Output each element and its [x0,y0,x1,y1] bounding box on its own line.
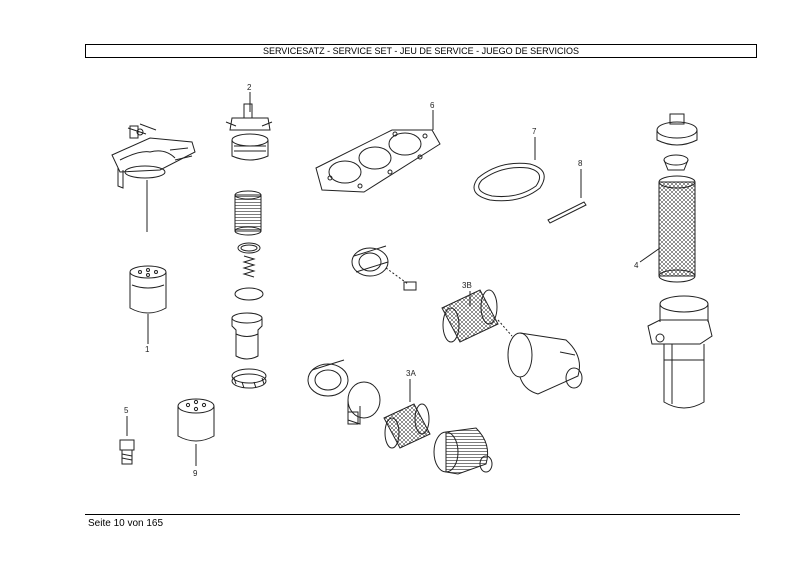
spring-part [242,255,256,278]
hydraulic-element-part [658,175,696,283]
footer-divider [85,514,740,515]
callout-7: 7 [532,127,537,136]
spin-on-filter-part [129,265,167,314]
oval-seal-part [473,162,545,202]
leader-line [497,319,513,337]
o-ring-inner [240,244,258,252]
retaining-nut-part [231,368,267,389]
air-filter-element-3b-part [441,289,499,343]
page-title: SERVICESATZ - SERVICE SET - JEU DE SERVI… [85,44,757,58]
callout-3b: 3B [462,281,472,290]
page-number: Seite 10 von 165 [88,518,164,529]
callout-9: 9 [193,469,198,478]
lower-clamp-part [307,359,349,397]
bracket-part [347,381,381,425]
small-plug-part [403,281,417,291]
callout-1: 1 [145,345,150,354]
callout-8: 8 [578,159,583,168]
filter-head-part [111,123,196,189]
lower-housing-part [433,427,493,475]
hydraulic-cap-part [656,113,698,146]
secondary-filter-part [177,398,215,442]
leader-line [639,247,661,263]
hydraulic-housing-part [647,295,713,409]
air-filter-clamp-part [351,245,389,277]
strip-part [547,201,587,224]
hydraulic-valve-part [663,154,689,171]
head-gasket-part [315,129,441,193]
callout-3a: 3A [406,369,416,378]
seal-ring-part [234,287,264,301]
o-ring-part [237,242,261,254]
air-filter-housing-part [507,332,583,395]
callout-2: 2 [247,83,252,92]
leader-line [385,267,409,285]
filter-cartridge-part [234,190,262,236]
callout-5: 5 [124,406,129,415]
callout-4: 4 [634,261,639,270]
separator-head-part [225,103,273,161]
drain-screw-part [119,439,135,465]
air-filter-element-3a-part [383,403,431,449]
callout-6: 6 [430,101,435,110]
filter-bowl-part [231,312,263,360]
